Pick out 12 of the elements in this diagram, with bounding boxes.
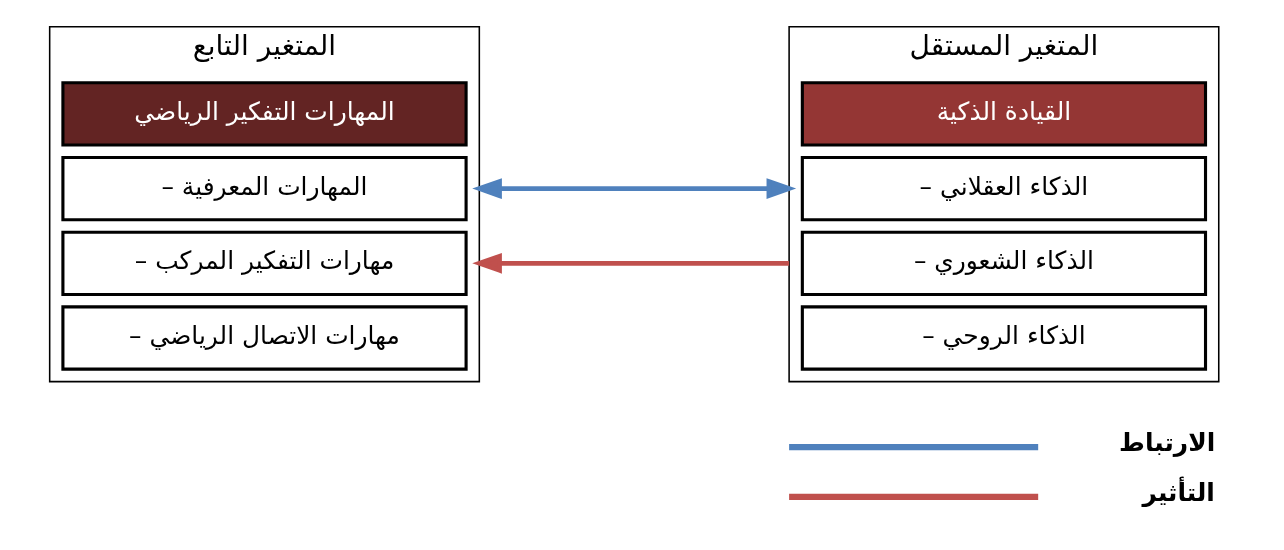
node-box: – الذكاء العقلاني — [800, 155, 1208, 222]
legend-label: التأثير — [1142, 478, 1215, 508]
node-box: – الذكاء الشعوري — [800, 230, 1208, 296]
arrow — [472, 178, 797, 199]
legend-label: الارتباط — [1119, 428, 1216, 458]
node-box: – مهارات الاتصال الرياضي — [61, 305, 468, 371]
node-box: المهارات التفكير الرياضي — [61, 81, 468, 147]
node-box: القيادة الذكية — [800, 81, 1208, 147]
node-box: – الذكاء الروحي — [800, 305, 1208, 371]
node-box: – مهارات التفكير المركب — [61, 230, 468, 296]
arrow — [472, 252, 790, 274]
node-box: – المهارات المعرفية — [61, 155, 468, 222]
